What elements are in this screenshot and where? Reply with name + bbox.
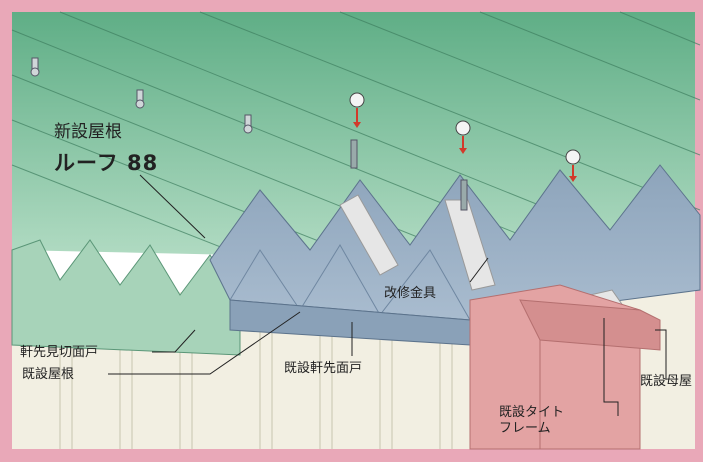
label-existing-tight-frame: 既設タイト フレーム xyxy=(499,405,599,436)
eave-cut-face xyxy=(11,239,241,356)
label-eave-cut-face: 軒先見切面戸 xyxy=(20,345,99,360)
label-existing-tight-frame-line1: 既設タイト xyxy=(499,405,565,420)
label-renovation-fitting: 改修金具 xyxy=(384,286,437,301)
screws xyxy=(349,92,581,182)
label-existing-eave-face: 既設軒先面戸 xyxy=(284,361,363,376)
leader-lines xyxy=(108,174,667,416)
label-existing-roof: 既設屋根 xyxy=(22,367,75,382)
existing-roof-creases xyxy=(229,244,471,321)
label-existing-purlin: 既設母屋 xyxy=(640,374,693,389)
label-roof-88: ルーフ 88 xyxy=(54,151,159,175)
label-existing-tight-frame-line2: フレーム xyxy=(499,420,551,436)
roof-bolts xyxy=(30,57,468,211)
label-new-roof: 新設屋根 xyxy=(54,122,122,142)
new-roof-sheet xyxy=(12,12,695,265)
existing-purlin-beam xyxy=(469,284,661,450)
